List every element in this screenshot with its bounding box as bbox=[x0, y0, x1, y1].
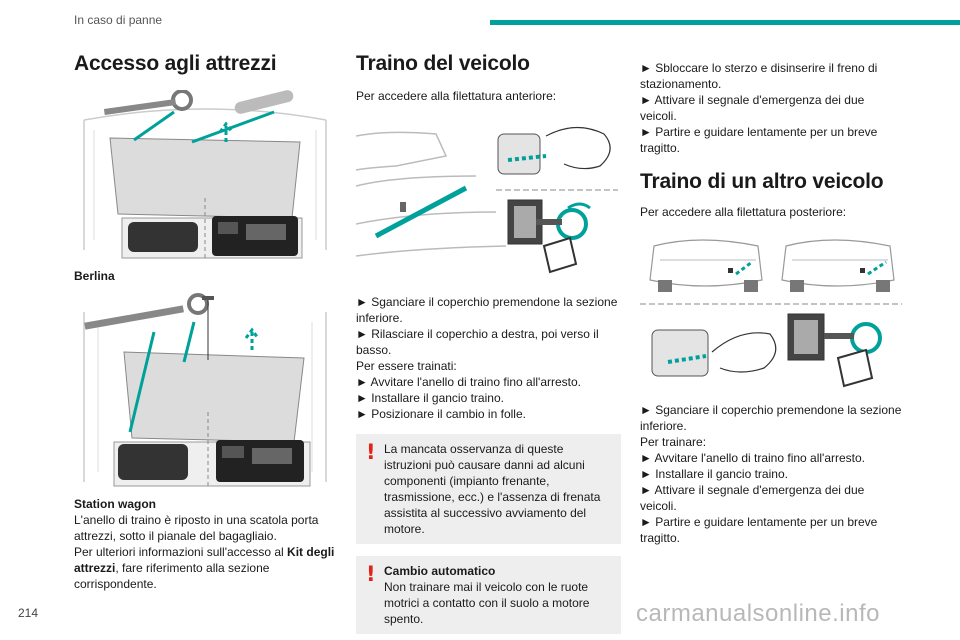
body-ref-post: , fare riferimento alla sezione corrispo… bbox=[74, 561, 270, 591]
heading-towing-vehicle: Traino del veicolo bbox=[356, 52, 530, 75]
warning-box-automatic: ! Cambio automatico Non trainare mai il … bbox=[356, 556, 621, 634]
illustration-station-wagon-trunk bbox=[74, 292, 336, 488]
step-unhook-cover: ► Sganciare il coperchio premendone la s… bbox=[356, 295, 618, 325]
heading-tools-access: Accesso agli attrezzi bbox=[74, 52, 277, 75]
column-towing-vehicle: Traino del veicolo Per accedere alla fil… bbox=[356, 52, 621, 634]
warning-box-damage: ! La mancata osservanza di queste istruz… bbox=[356, 434, 621, 544]
step-release-cover: ► Rilasciare il coperchio a destra, poi … bbox=[356, 327, 599, 357]
caption-sedan: Berlina bbox=[74, 269, 115, 283]
body-tow-ring-location: L'anello di traino è riposto in una scat… bbox=[74, 513, 319, 543]
watermark-text: carmanualsonline.info bbox=[636, 600, 880, 627]
step-drive-slowly: ► Partire e guidare lentamente per un br… bbox=[640, 125, 878, 155]
illustration-rear-tow-cover bbox=[640, 232, 902, 392]
step-hazard-lights-rear: ► Attivare il segnale d'emergenza dei du… bbox=[640, 483, 865, 513]
illustration-front-tow-cover bbox=[356, 116, 618, 286]
page-number: 214 bbox=[18, 606, 39, 620]
header-section-title: In caso di panne bbox=[74, 13, 163, 27]
warning-text-automatic: Non trainare mai il veicolo con le ruote… bbox=[384, 580, 590, 626]
body-ref-pre: Per ulteriori informazioni sull'accesso … bbox=[74, 545, 288, 559]
subheading-to-tow: Per trainare: bbox=[640, 435, 707, 449]
body-tools-kit-reference: Per ulteriori informazioni sull'accesso … bbox=[74, 544, 336, 592]
header-accent-bar bbox=[490, 20, 960, 25]
link-tools-kit[interactable]: Kit degli attrezzi bbox=[74, 545, 335, 575]
intro-rear-thread: Per accedere alla filettatura posteriore… bbox=[640, 205, 847, 219]
warning-icon: ! bbox=[366, 562, 376, 586]
step-hazard-lights: ► Attivare il segnale d'emergenza dei du… bbox=[640, 93, 865, 123]
step-screw-ring-rear: ► Avvitare l'anello di traino fino all'a… bbox=[640, 451, 866, 465]
warning-text-damage: La mancata osservanza di queste istruzio… bbox=[384, 442, 601, 536]
intro-front-thread: Per accedere alla filettatura anteriore: bbox=[356, 89, 557, 103]
caption-station-wagon: Station wagon bbox=[74, 497, 156, 511]
subheading-to-be-towed: Per essere trainati: bbox=[356, 359, 457, 373]
step-unlock-steering: ► Sbloccare lo sterzo e disinserire il f… bbox=[640, 61, 878, 91]
step-unhook-cover-rear: ► Sganciare il coperchio premendone la s… bbox=[640, 403, 902, 433]
column-towing-another: ► Sbloccare lo sterzo e disinserire il f… bbox=[640, 60, 902, 546]
column-tools-access: Accesso agli attrezzi Berlina bbox=[74, 52, 336, 592]
illustration-sedan-trunk bbox=[74, 90, 336, 262]
step-install-hook: ► Installare il gancio traino. bbox=[356, 391, 504, 405]
step-neutral-gear: ► Posizionare il cambio in folle. bbox=[356, 407, 526, 421]
warning-icon: ! bbox=[366, 440, 376, 464]
warning-title-automatic: Cambio automatico bbox=[384, 564, 496, 578]
heading-towing-another: Traino di un altro veicolo bbox=[640, 170, 884, 193]
step-screw-ring: ► Avvitare l'anello di traino fino all'a… bbox=[356, 375, 582, 389]
step-drive-slowly-rear: ► Partire e guidare lentamente per un br… bbox=[640, 515, 878, 545]
step-install-hook-rear: ► Installare il gancio traino. bbox=[640, 467, 788, 481]
